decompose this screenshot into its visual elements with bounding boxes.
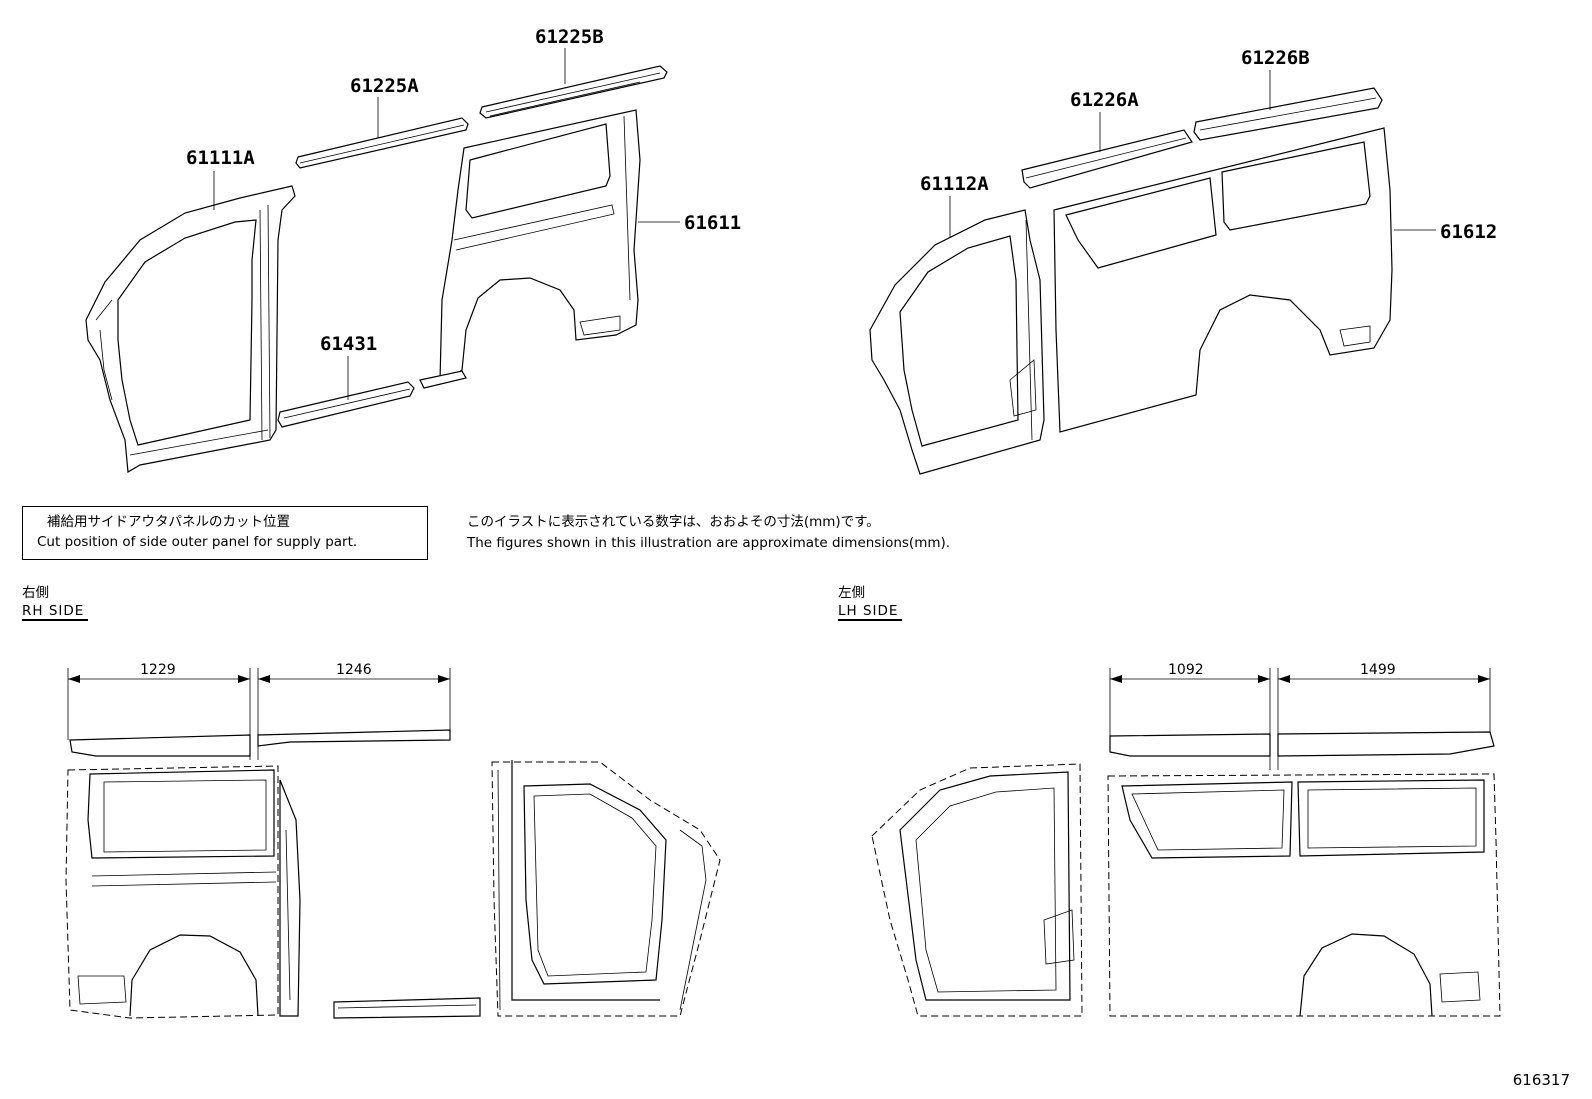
lh-front-pillar-cut: [871, 763, 1083, 1017]
note-ja: 補給用サイドアウタパネルのカット位置: [47, 514, 290, 530]
rh-dimension-lines: [67, 668, 451, 760]
note-en: Cut position of side outer panel for sup…: [37, 534, 358, 550]
lh-side-heading: 左側 LH SIDE: [838, 584, 903, 621]
lh-side-en: LH SIDE: [838, 603, 903, 621]
rh-side-ja: 右側: [22, 585, 49, 601]
rh-side-heading: 右側 RH SIDE: [22, 584, 89, 621]
dim-rh-front: 1229: [140, 662, 176, 678]
part-61226B-rail: [1193, 87, 1383, 141]
part-61111A-front-pillar-rh: [85, 185, 296, 473]
dim-lh-front: 1092: [1168, 662, 1204, 678]
label-61112A: 61112A: [920, 173, 989, 195]
lh-rear-panel-cut: [1107, 773, 1501, 1017]
rh-rear-panel-cut: [65, 765, 301, 1019]
label-61226A: 61226A: [1070, 89, 1139, 111]
part-61431-rocker-rh: [277, 370, 467, 428]
dimension-disclaimer: このイラストに表示されている数字は、おおよその寸法(mm)です。 The fig…: [467, 512, 950, 554]
label-61111A: 61111A: [186, 147, 255, 169]
dim-lh-rear: 1499: [1360, 662, 1396, 678]
rh-front-pillar-cut: [491, 760, 721, 1017]
rh-roof-rail-cut: [69, 729, 451, 757]
label-61225B: 61225B: [535, 26, 604, 48]
part-61226A-rail: [1021, 129, 1193, 189]
part-61612-rear-quarter-lh: [1053, 127, 1393, 433]
label-61226B: 61226B: [1241, 47, 1310, 69]
rh-side-en: RH SIDE: [22, 603, 89, 621]
part-61112A-front-pillar-lh: [869, 209, 1045, 475]
lh-roof-rail-cut: [1109, 731, 1495, 757]
label-61225A: 61225A: [350, 75, 419, 97]
dim-rh-rear: 1246: [336, 662, 372, 678]
label-61431: 61431: [320, 333, 377, 355]
part-61225A-rail: [295, 117, 469, 169]
illustration-code: 616317: [1512, 1071, 1570, 1089]
label-61611: 61611: [684, 212, 741, 234]
cut-position-note: 補給用サイドアウタパネルのカット位置 Cut position of side …: [22, 506, 428, 560]
part-61611-rear-quarter-rh: [439, 109, 641, 383]
rh-rocker-cut: [333, 997, 481, 1019]
disclaimer-ja: このイラストに表示されている数字は、おおよその寸法(mm)です。: [467, 514, 880, 530]
lh-side-ja: 左側: [838, 585, 865, 601]
label-61612: 61612: [1440, 221, 1497, 243]
disclaimer-en: The figures shown in this illustration a…: [467, 535, 951, 551]
part-61225B-rail: [479, 65, 668, 119]
